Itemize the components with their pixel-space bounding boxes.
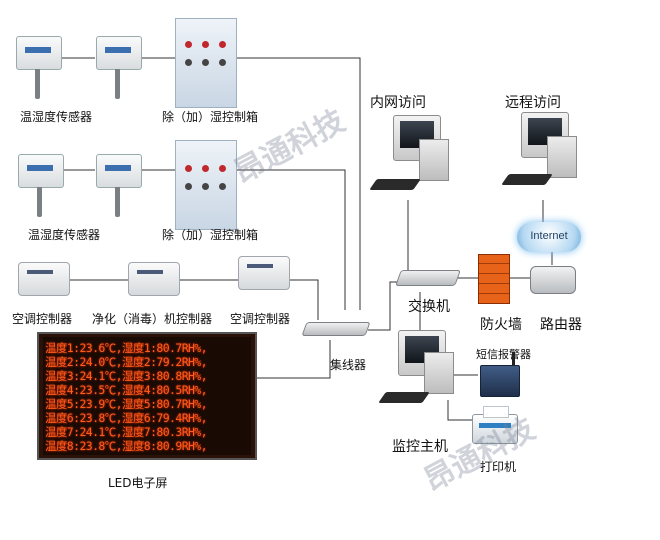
humidity-control-box — [175, 18, 237, 108]
led-screen-label: LED电子屏 — [108, 476, 168, 490]
led-row: 温度2:24.0℃,湿度2:79.2RH%, — [45, 355, 208, 369]
led-row: 温度6:23.8℃,湿度6:79.4RH%, — [45, 411, 208, 425]
hub-label: 集线器 — [330, 358, 367, 372]
router-label: 路由器 — [540, 317, 582, 333]
monitor-host-label: 监控主机 — [392, 439, 448, 455]
led-row: 温度5:23.9℃,湿度5:80.7RH%, — [45, 397, 208, 411]
ac-controller — [238, 256, 290, 290]
humidity-box-label: 除（加）湿控制箱 — [162, 228, 259, 242]
led-row: 温度1:23.6℃,湿度1:80.7RH%, — [45, 341, 208, 355]
temp-humidity-sensor — [16, 36, 62, 99]
internet-cloud: Internet — [517, 222, 581, 252]
led-screen: 温度1:23.6℃,湿度1:80.7RH%, 温度2:24.0℃,湿度2:79.… — [37, 332, 257, 460]
sensor-group-label: 温湿度传感器 — [20, 110, 93, 124]
router-icon — [530, 266, 576, 294]
ac-controller — [18, 262, 70, 296]
purifier-controller — [128, 262, 180, 296]
sensor-group-label: 温湿度传感器 — [28, 228, 101, 242]
remote-access-label: 远程访问 — [505, 95, 561, 111]
intranet-access-label: 内网访问 — [370, 95, 426, 111]
printer-label: 打印机 — [480, 460, 517, 474]
printer-icon — [472, 406, 518, 444]
humidity-control-box — [175, 140, 237, 230]
switch-label: 交换机 — [408, 299, 450, 315]
ac-controller-label: 空调控制器 — [230, 312, 291, 326]
led-row: 温度7:24.1℃,湿度7:80.3RH%, — [45, 425, 208, 439]
sms-alarm-icon — [480, 352, 520, 397]
hub-device — [301, 322, 371, 336]
sms-alarm-label: 短信报警器 — [476, 348, 531, 361]
purifier-controller-label: 净化（消毒）机控制器 — [92, 312, 213, 326]
firewall-icon — [478, 254, 510, 304]
humidity-box-label: 除（加）湿控制箱 — [162, 110, 259, 124]
firewall-label: 防火墙 — [480, 317, 522, 333]
temp-humidity-sensor — [96, 36, 142, 99]
led-row: 温度3:24.1℃,湿度3:80.8RH%, — [45, 369, 208, 383]
temp-humidity-sensor — [96, 154, 142, 217]
temp-humidity-sensor — [18, 154, 64, 217]
network-switch — [395, 270, 461, 286]
led-row: 温度8:23.8℃,湿度8:80.9RH%, — [45, 439, 208, 453]
led-row: 温度4:23.5℃,湿度4:80.5RH%, — [45, 383, 208, 397]
ac-controller-label: 空调控制器 — [12, 312, 73, 326]
internet-label: Internet — [530, 230, 568, 242]
